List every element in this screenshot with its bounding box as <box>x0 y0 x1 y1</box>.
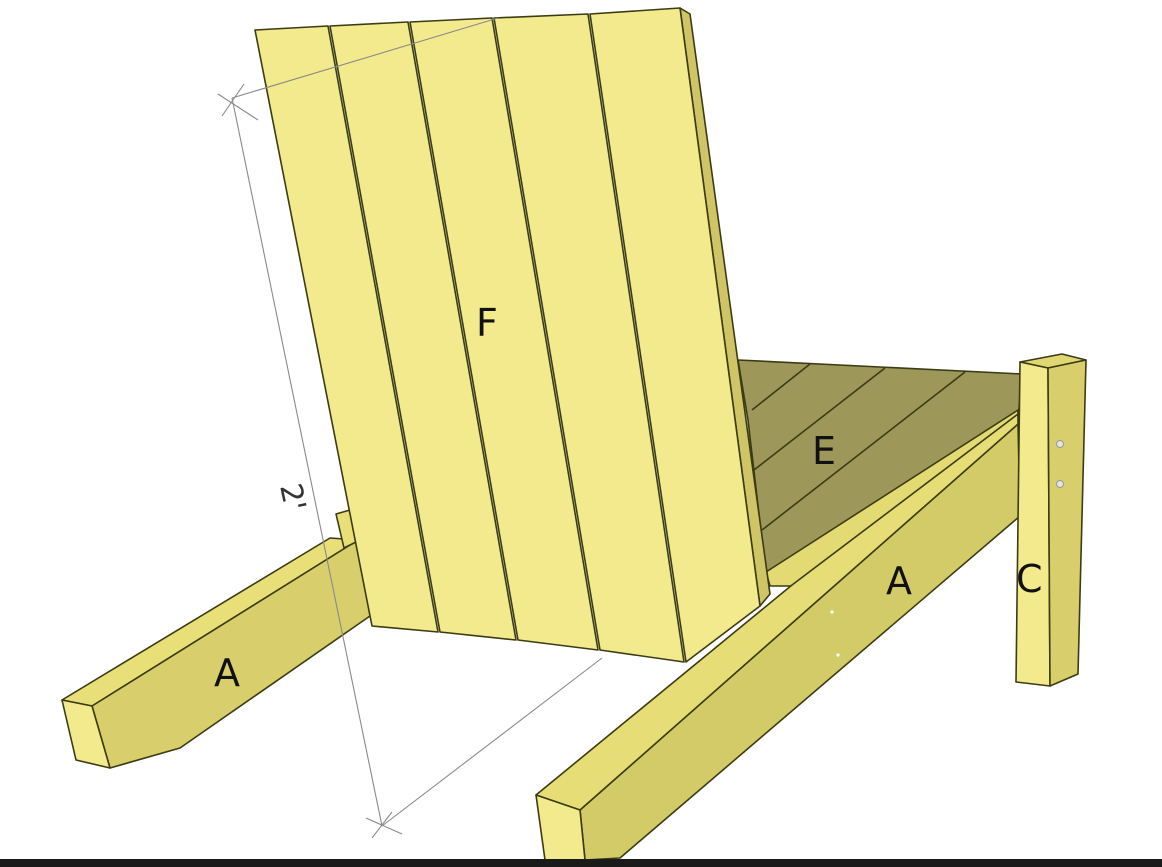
dimension-lines <box>217 17 603 839</box>
left-arm <box>61 537 371 769</box>
back-slat-3 <box>409 17 599 651</box>
back-slat-4 <box>493 13 685 663</box>
label-seat: E <box>812 429 836 473</box>
right-arm <box>535 413 1021 861</box>
label-leg: C <box>1016 557 1043 601</box>
leg <box>1015 353 1087 687</box>
leg-side <box>1047 359 1087 687</box>
bottom-border <box>0 859 1162 867</box>
back-slat-2 <box>329 21 517 641</box>
back-slat-5 <box>589 7 761 663</box>
label-dimension: 2' <box>272 480 312 514</box>
left-arm-end <box>61 699 111 769</box>
label-right-arm: A <box>886 559 912 603</box>
label-back: F <box>476 301 498 345</box>
back-slat-1 <box>254 25 439 633</box>
leg-front <box>1015 361 1051 687</box>
back <box>254 7 771 663</box>
label-left-arm: A <box>214 651 240 695</box>
